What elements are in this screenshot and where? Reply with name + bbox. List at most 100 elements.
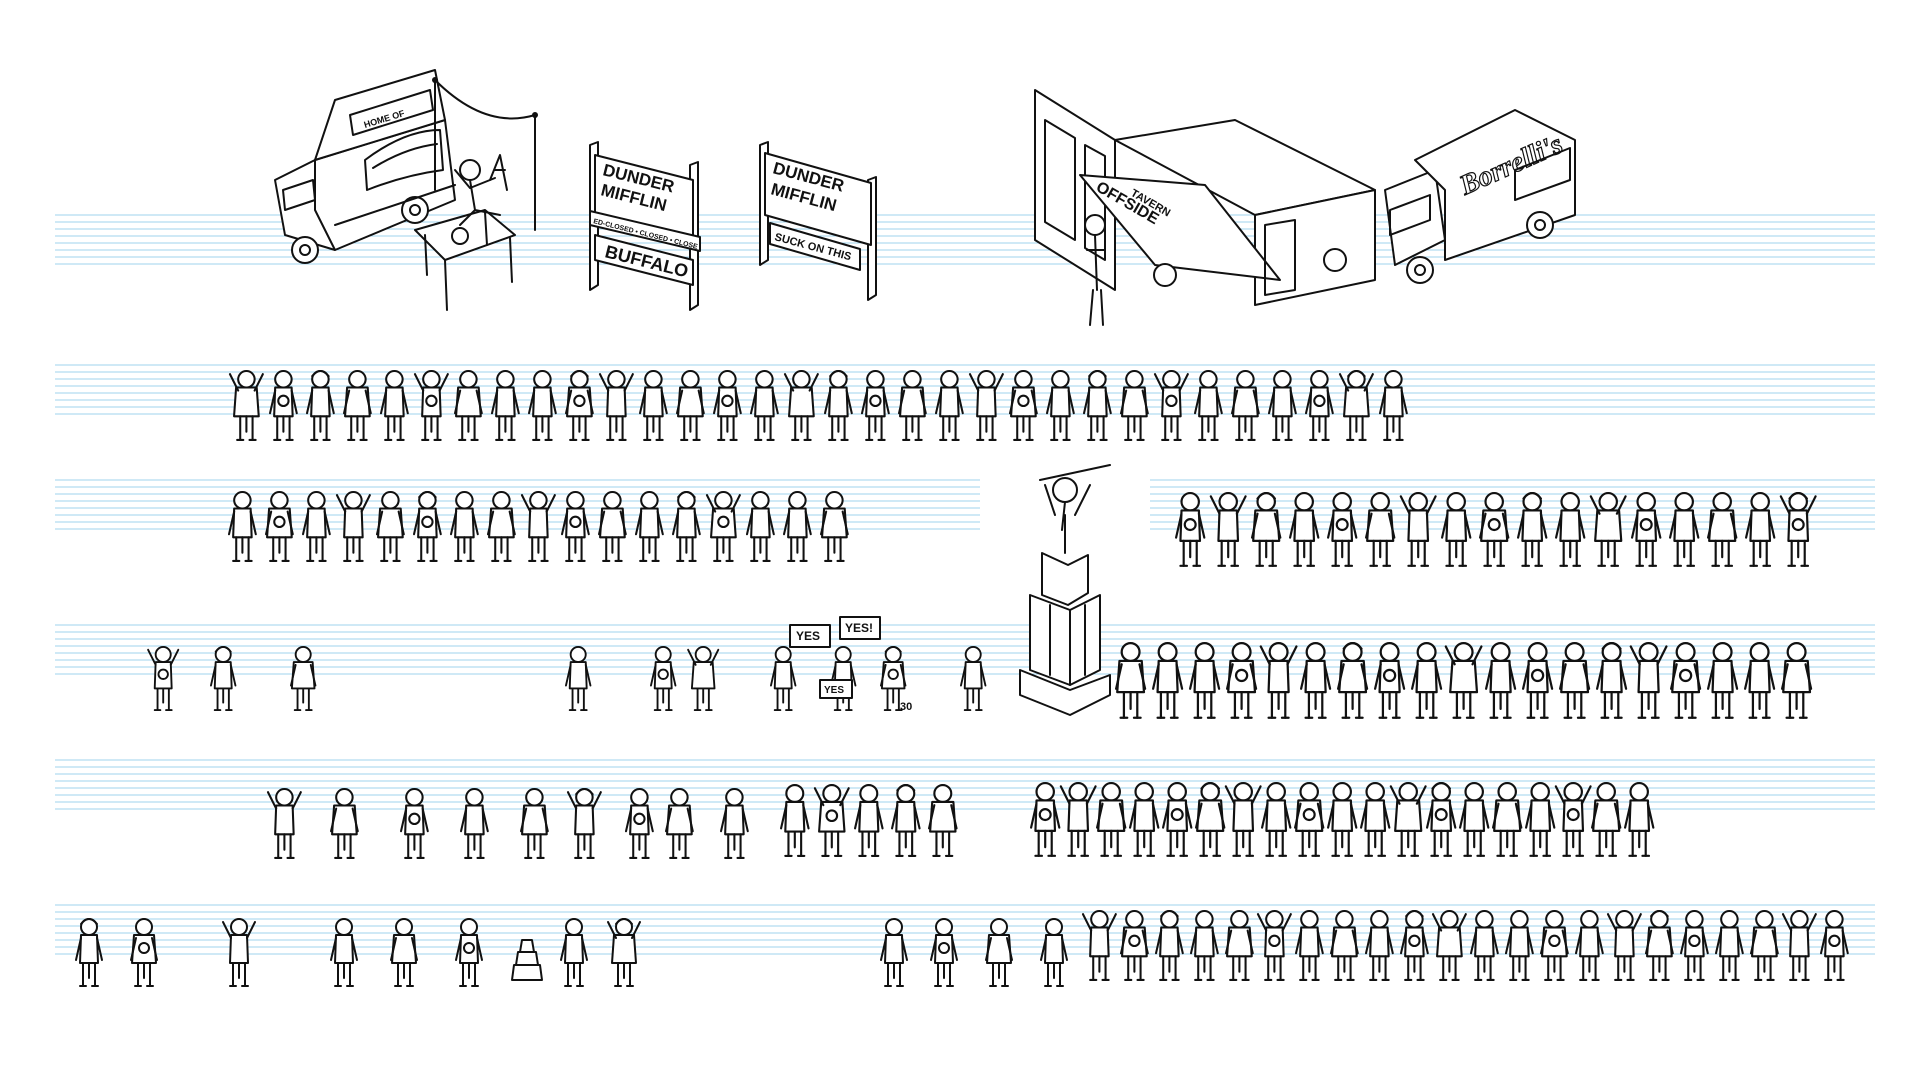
person-figure: [598, 370, 634, 441]
person-figure: [228, 491, 257, 562]
dunder-mifflin-suck-on-this-sign: DUNDER MIFFLIN SUCK ON THIS: [759, 141, 877, 301]
person-figure: [1162, 782, 1193, 857]
person-figure: [265, 491, 294, 562]
person-figure: [820, 491, 849, 562]
person-figure: [1295, 910, 1324, 981]
person-figure: [1330, 910, 1359, 981]
protest-sign-1: YES: [796, 629, 820, 643]
person-figure: [1631, 492, 1662, 567]
person-figure: [302, 491, 331, 562]
person-figure: [891, 784, 921, 857]
person-figure: [1399, 492, 1437, 567]
person-figure: [650, 646, 677, 712]
person-figure: [960, 646, 987, 712]
person-figure: [607, 918, 641, 987]
person-figure: [306, 370, 335, 441]
person-figure: [705, 491, 741, 562]
borrellis-truck: Borrelli's: [1384, 109, 1576, 284]
person-figure: [880, 646, 907, 712]
person-figure: [487, 491, 516, 562]
person-figure: [1365, 492, 1396, 567]
person-figure: [1040, 918, 1068, 987]
person-figure: [639, 370, 668, 441]
person-figure: [520, 491, 556, 562]
person-figure: [1629, 642, 1668, 719]
person-figure: [1596, 642, 1628, 719]
person-figure: [985, 918, 1013, 987]
person-figure: [454, 370, 483, 441]
person-figure: [672, 491, 701, 562]
person-figure: [455, 918, 483, 987]
person-figure: [1046, 370, 1075, 441]
person-figure: [830, 646, 857, 712]
person-figure: [1540, 910, 1569, 981]
person-figure: [1606, 910, 1642, 981]
person-figure: [824, 370, 853, 441]
person-figure: [1555, 492, 1586, 567]
person-figure: [1645, 910, 1674, 981]
person-figure: [935, 370, 964, 441]
person-figure: [520, 788, 549, 859]
person-figure: [1444, 642, 1483, 719]
empire-state-building: [1019, 464, 1111, 716]
person-figure: [687, 646, 720, 712]
person-figure: [1670, 642, 1702, 719]
person-figure: [400, 788, 429, 859]
protest-sign-2: YES!: [845, 621, 873, 635]
person-figure: [376, 491, 405, 562]
person-figure: [854, 784, 884, 857]
person-figure: [1289, 492, 1320, 567]
person-figure: [491, 370, 520, 441]
person-figure: [528, 370, 557, 441]
person-figure: [898, 370, 927, 441]
person-figure: [1411, 642, 1443, 719]
person-figure: [1294, 782, 1325, 857]
person-figure: [1259, 642, 1298, 719]
person-figure: [1365, 910, 1394, 981]
person-figure: [1152, 642, 1184, 719]
person-figure: [1591, 782, 1622, 857]
person-figure: [1360, 782, 1391, 857]
person-figure: [1589, 492, 1627, 567]
protest-sign-3: YES: [824, 685, 844, 696]
person-figure: [1479, 492, 1510, 567]
person-figure: [1374, 642, 1406, 719]
guide-lines: [55, 214, 1875, 955]
person-figure: [1268, 370, 1297, 441]
person-figure: [1175, 492, 1206, 567]
person-figure: [380, 370, 409, 441]
person-figure: [565, 370, 594, 441]
person-figure: [750, 370, 779, 441]
person-figure: [450, 491, 479, 562]
person-figure: [1459, 782, 1490, 857]
person-figure: [566, 788, 602, 859]
person-figure: [1153, 370, 1189, 441]
person-figure: [1226, 642, 1258, 719]
person-figure: [1715, 910, 1744, 981]
person-figure: [1059, 782, 1097, 857]
person-figure: [147, 646, 180, 712]
dunder-mifflin-buffalo-sign: DUNDER MIFFLIN ED-CLOSED • CLOSED • CLOS…: [589, 141, 701, 311]
person-figure: [635, 491, 664, 562]
person-figure: [1338, 370, 1374, 441]
person-figure: [598, 491, 627, 562]
person-figure: [1707, 492, 1738, 567]
person-figure: [1781, 642, 1813, 719]
person-figure: [968, 370, 1004, 441]
person-figure: [1189, 642, 1221, 719]
person-figure: [770, 646, 797, 712]
person-figure: [1305, 370, 1334, 441]
person-figure: [1517, 492, 1548, 567]
person-figure: [928, 784, 958, 857]
person-figure: [1470, 910, 1499, 981]
person-figure: [269, 370, 298, 441]
person-figure: [1224, 782, 1262, 857]
person-figure: [1522, 642, 1554, 719]
person-figure: [1256, 910, 1292, 981]
person-figure: [1194, 370, 1223, 441]
person-figure: [75, 918, 103, 987]
person-figure: [1431, 910, 1467, 981]
person-figure: [1209, 492, 1247, 567]
person-figure: [783, 491, 812, 562]
person-figure: [1820, 910, 1849, 981]
